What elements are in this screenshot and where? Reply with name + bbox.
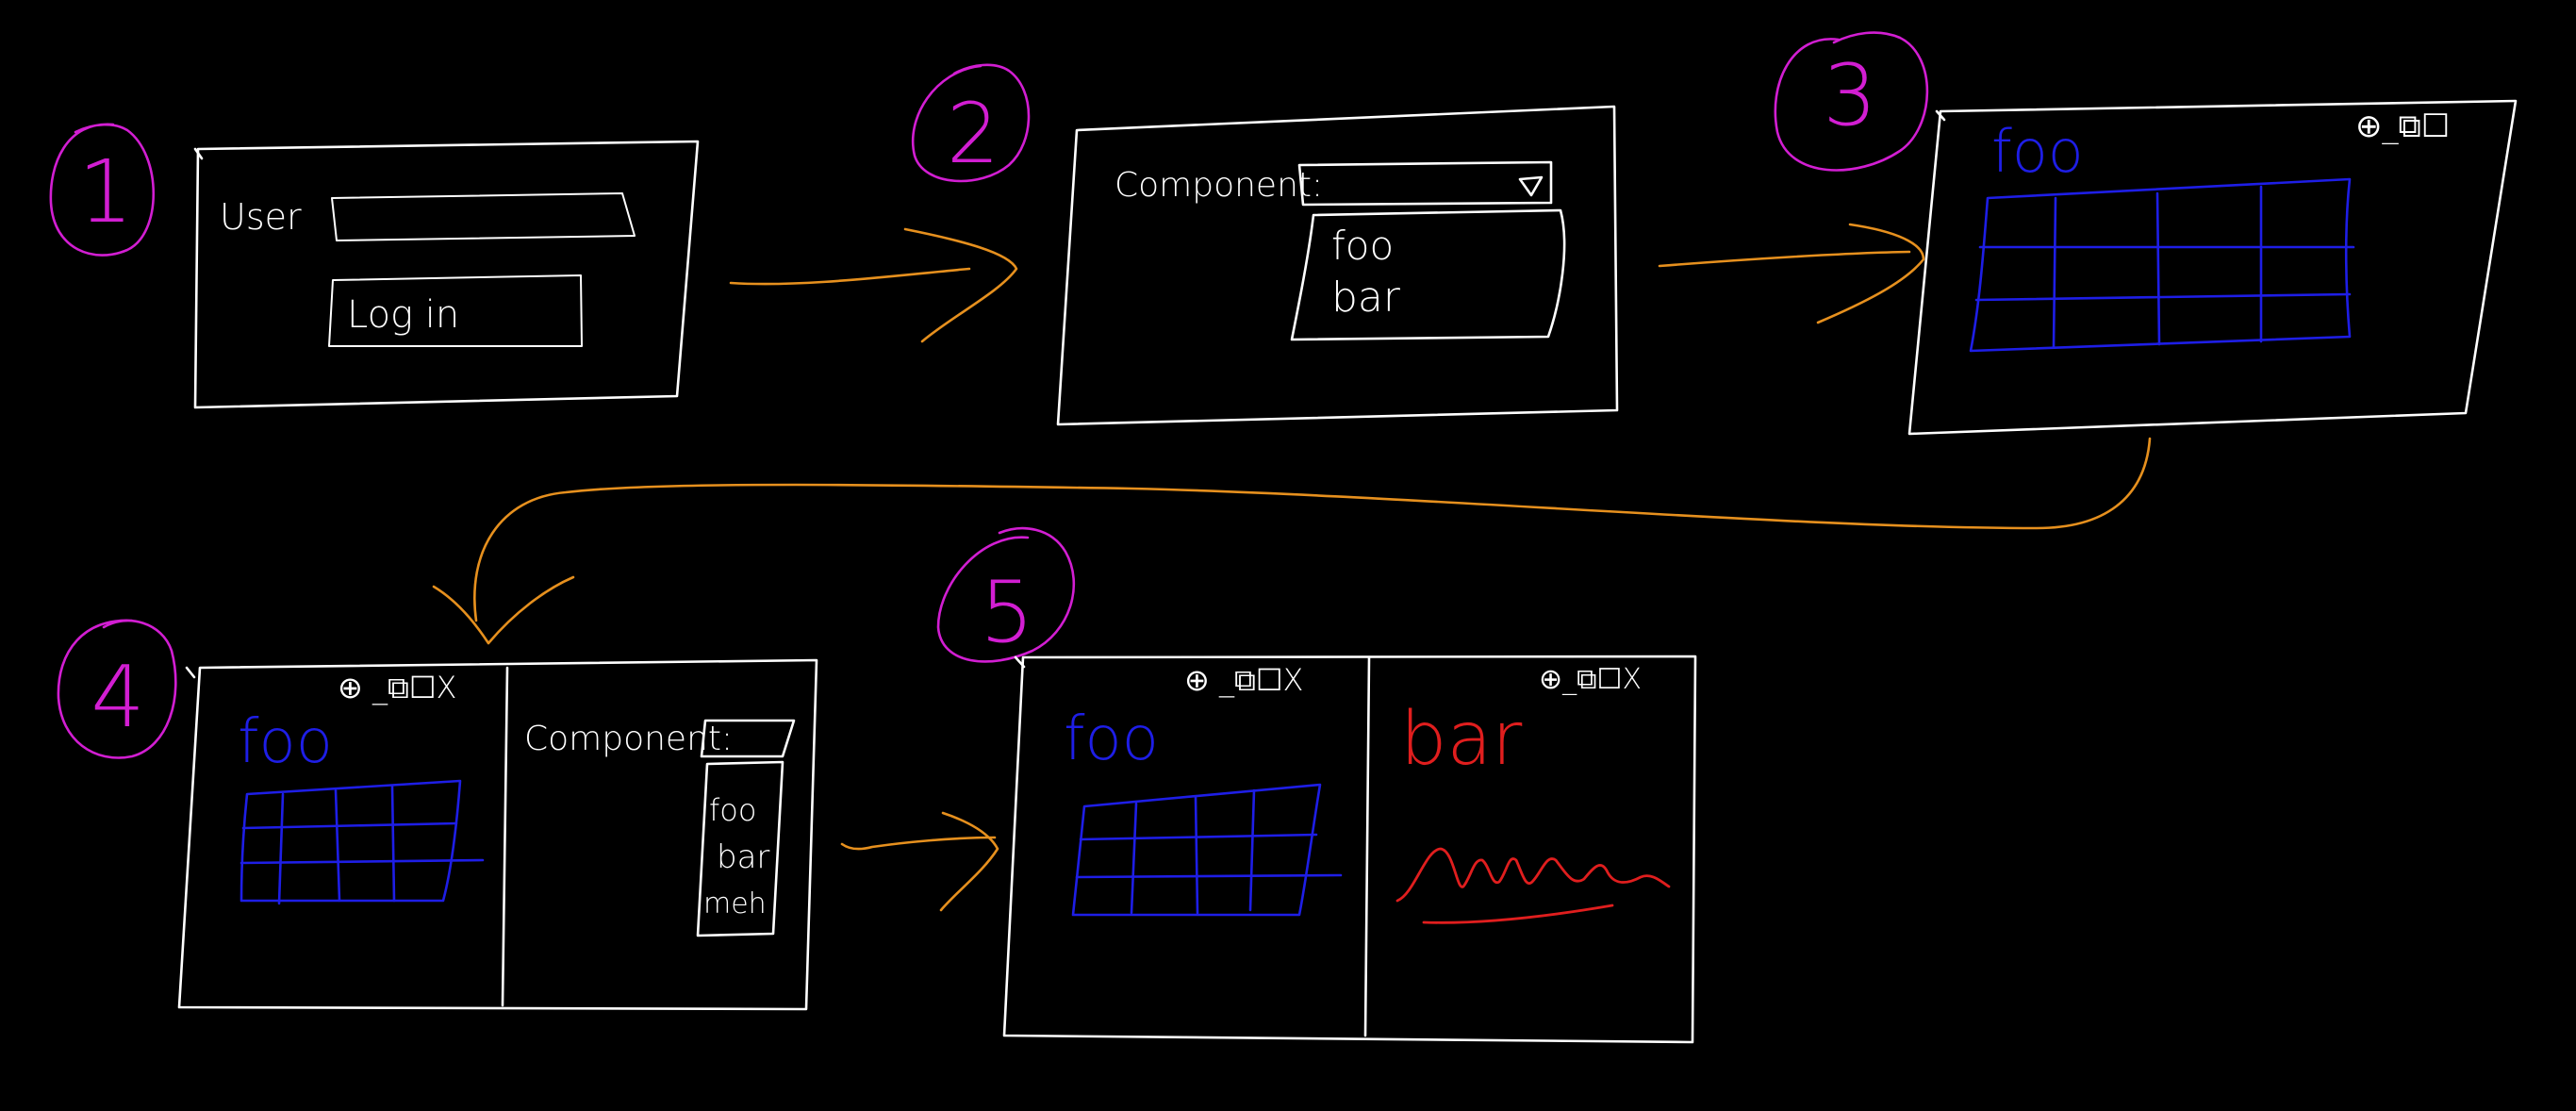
user-input-field[interactable] bbox=[331, 192, 636, 241]
bar-panel-title: bar bbox=[1400, 697, 1522, 782]
component-option-meh[interactable]: meh bbox=[703, 887, 767, 920]
step-1: 1 User Log in bbox=[49, 123, 700, 409]
component-label: Component: bbox=[524, 720, 733, 758]
step-5: 5 ⊕ _⧉☐X ⊕_⧉☐X foo bar bbox=[936, 526, 1697, 1044]
left-window-controls[interactable]: ⊕ _⧉☐X bbox=[1184, 662, 1303, 698]
foo-panel-title: foo bbox=[238, 707, 333, 777]
component-select[interactable] bbox=[1297, 160, 1553, 207]
step-number-5: 5 bbox=[980, 563, 1033, 662]
login-button-label: Log in bbox=[347, 293, 459, 337]
step-number-1-circle bbox=[49, 123, 156, 257]
step-number-3: 3 bbox=[1823, 46, 1876, 145]
component-select[interactable] bbox=[700, 719, 796, 758]
split-window-corner bbox=[185, 666, 196, 679]
step-number-3-circle bbox=[1774, 31, 1929, 172]
arrow-1-to-2 bbox=[729, 227, 1018, 343]
step-2: 2 Component: foo bar bbox=[911, 63, 1619, 426]
arrow-3-to-4 bbox=[432, 437, 2152, 645]
chevron-down-icon[interactable] bbox=[1518, 175, 1544, 197]
component-options-list bbox=[1290, 208, 1566, 341]
step-number-2-circle bbox=[911, 63, 1031, 183]
foo-data-grid bbox=[239, 779, 485, 905]
left-window-controls[interactable]: ⊕ _⧉☐X bbox=[338, 670, 456, 705]
login-window-corner bbox=[193, 147, 204, 160]
two-panel-window-corner bbox=[1014, 655, 1026, 669]
login-window-frame bbox=[193, 140, 700, 409]
grid-window-frame bbox=[1907, 99, 2518, 436]
right-window-controls[interactable]: ⊕_⧉☐X bbox=[1539, 663, 1642, 696]
step-number-5-circle bbox=[936, 526, 1076, 663]
split-divider[interactable] bbox=[501, 666, 509, 1007]
arrow-4-to-5 bbox=[840, 811, 999, 912]
step-number-4: 4 bbox=[91, 648, 144, 747]
foo-panel-title: foo bbox=[1064, 705, 1159, 774]
step-4: 4 ⊕ _⧉☐X foo Component: foo bar meh bbox=[57, 619, 818, 1011]
foo-data-grid bbox=[1969, 177, 2355, 353]
component-label: Component: bbox=[1115, 166, 1323, 205]
component-option-foo[interactable]: foo bbox=[1331, 223, 1394, 269]
component-option-bar[interactable]: bar bbox=[1331, 274, 1401, 322]
user-label: User bbox=[220, 196, 302, 238]
component-option-bar[interactable]: bar bbox=[717, 838, 769, 876]
step-number-1: 1 bbox=[78, 141, 134, 242]
two-panel-window-frame bbox=[1002, 655, 1697, 1044]
foo-data-grid bbox=[1071, 783, 1343, 917]
component-window-frame bbox=[1056, 105, 1619, 426]
bar-line-chart bbox=[1395, 847, 1671, 924]
step-number-2: 2 bbox=[947, 85, 999, 182]
step-number-4-circle bbox=[57, 619, 177, 759]
split-divider[interactable] bbox=[1363, 655, 1371, 1037]
foo-panel-title: foo bbox=[1991, 117, 2084, 186]
login-button-frame[interactable] bbox=[328, 274, 583, 347]
window-controls[interactable]: ⊕_⧉☐ bbox=[2355, 108, 2450, 145]
arrow-2-to-3 bbox=[1658, 223, 1925, 324]
split-window-frame bbox=[177, 658, 818, 1011]
grid-window-corner bbox=[1935, 109, 1946, 122]
step-3: 3 ⊕_⧉☐ foo bbox=[1774, 31, 2518, 436]
component-options-list bbox=[696, 760, 784, 937]
component-option-foo[interactable]: foo bbox=[709, 792, 756, 828]
